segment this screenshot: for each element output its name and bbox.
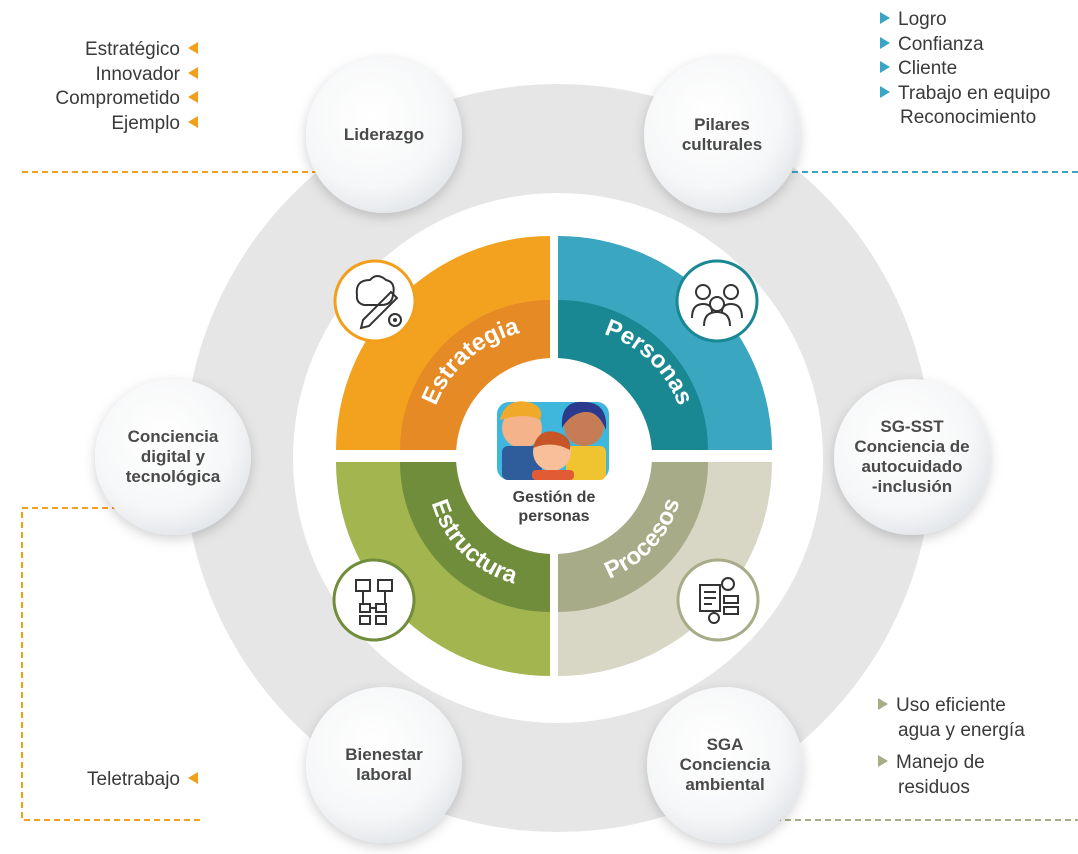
people-group-illustration xyxy=(497,401,609,480)
triangle-bullet-icon xyxy=(188,115,198,128)
triangle-bullet-icon xyxy=(188,42,198,54)
list-item: Confianza xyxy=(880,33,1050,58)
list-item: residuos xyxy=(898,776,970,798)
triangle-bullet-icon xyxy=(188,91,198,103)
satellite-pilares xyxy=(644,57,800,213)
satellite-digital xyxy=(95,379,251,535)
satellite-label-sga: SGA Conciencia ambiental xyxy=(679,734,771,795)
list-item: Teletrabajo xyxy=(87,768,198,793)
list-item: Manejo de xyxy=(878,751,1025,776)
satellite-label-bienestar: Bienestar laboral xyxy=(345,744,423,784)
satellite-label-digital: Conciencia digital y tecnológica xyxy=(125,426,221,487)
triangle-bullet-icon xyxy=(880,61,890,73)
pilares-list: Logro Confianza Cliente Trabajo en equip… xyxy=(880,8,1050,131)
sga-list: Uso eficiente agua y energía Manejo de r… xyxy=(878,694,1025,800)
list-item: Trabajo en equipo xyxy=(880,82,1050,107)
list-item: Cliente xyxy=(880,57,1050,82)
list-item: Logro xyxy=(880,8,1050,33)
triangle-bullet-icon xyxy=(878,698,888,710)
satellite-bienestar xyxy=(306,687,462,843)
list-item: Innovador xyxy=(55,63,198,88)
triangle-bullet-icon xyxy=(880,12,890,24)
center-title: Gestión de personas xyxy=(512,489,596,525)
list-item: Reconocimiento xyxy=(900,107,1037,128)
satellite-sga xyxy=(647,687,803,843)
strategy-brain-pencil-gear-icon xyxy=(333,259,417,343)
list-item: Ejemplo xyxy=(55,112,198,137)
triangle-bullet-icon xyxy=(880,36,890,49)
satellite-label-liderazgo: Liderazgo xyxy=(343,124,425,144)
satellite-sgsst xyxy=(834,379,990,535)
list-item: agua y energía xyxy=(898,719,1025,741)
triangle-bullet-icon xyxy=(188,66,198,79)
triangle-bullet-icon xyxy=(880,85,890,98)
satellite-liderazgo xyxy=(306,57,462,213)
satellite-circles xyxy=(95,57,990,843)
org-chart-icon xyxy=(332,558,416,642)
triangle-bullet-icon xyxy=(878,755,888,767)
list-item: Comprometido xyxy=(55,87,198,112)
satellite-label-sgsst: SG-SST Conciencia de autocuidado -inclus… xyxy=(854,416,970,497)
list-item: Estratégico xyxy=(55,38,198,63)
people-group-icon xyxy=(675,259,759,343)
satellite-label-pilares: Pilares culturales xyxy=(681,114,763,154)
list-item: Uso eficiente xyxy=(878,694,1025,719)
liderazgo-list: Estratégico Innovador Comprometido Ejemp… xyxy=(55,38,198,136)
digital-list: Teletrabajo xyxy=(87,768,198,793)
process-document-gear-icon xyxy=(676,558,760,642)
triangle-bullet-icon xyxy=(188,772,198,784)
